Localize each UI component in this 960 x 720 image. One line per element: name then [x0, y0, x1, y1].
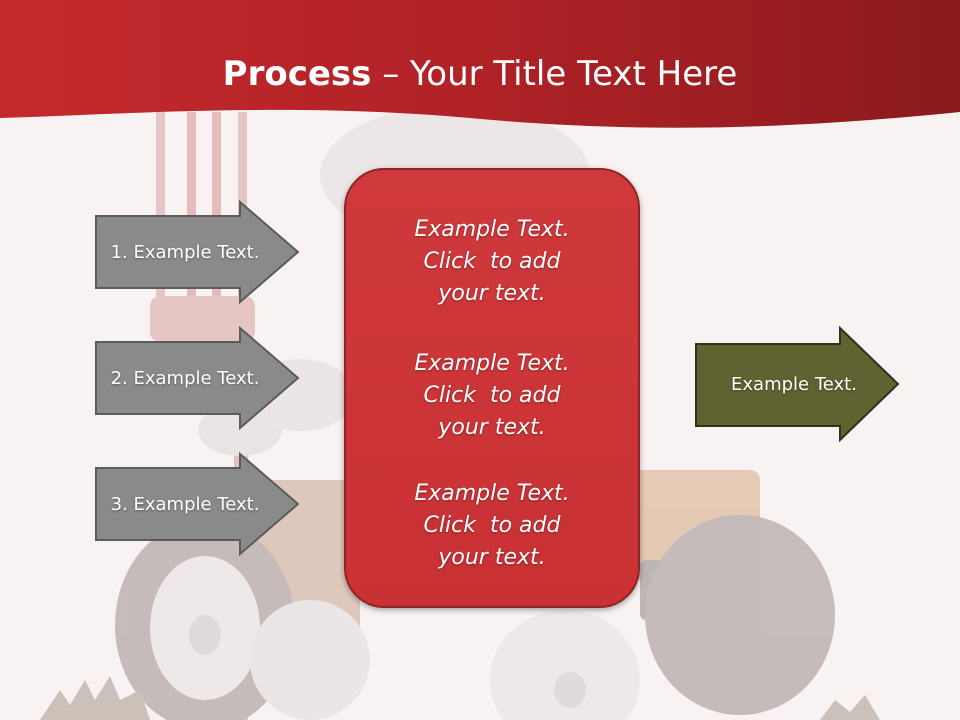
center-box-paragraph-2: Example Text. Click to add your text.	[346, 348, 638, 444]
paragraph-3-line-3: your text.	[438, 545, 546, 570]
input-arrow-2: 2. Example Text.	[94, 326, 300, 430]
paragraph-1-line-2: Click to add	[423, 249, 561, 274]
center-box-paragraph-1: Example Text. Click to add your text.	[346, 214, 638, 310]
output-arrow: Example Text.	[694, 326, 900, 443]
paragraph-2-line-2: Click to add	[423, 383, 561, 408]
center-process-box: Example Text. Click to add your text. Ex…	[344, 168, 640, 608]
title-rest: Your Title Text Here	[410, 54, 738, 94]
header-band	[0, 0, 960, 128]
paragraph-2-line-3: your text.	[438, 415, 546, 440]
paragraph-2-line-1: Example Text.	[414, 351, 570, 376]
input-arrow-1: 1. Example Text.	[94, 200, 300, 304]
title-separator: –	[371, 54, 411, 94]
paragraph-3-line-2: Click to add	[423, 513, 561, 538]
output-arrow-label: Example Text.	[731, 373, 857, 395]
paragraph-3-line-1: Example Text.	[414, 481, 570, 506]
input-arrow-1-label: 1. Example Text.	[110, 241, 260, 263]
input-arrow-3: 3. Example Text.	[94, 452, 300, 556]
input-arrow-3-label: 3. Example Text.	[110, 493, 260, 515]
center-box-paragraph-3: Example Text. Click to add your text.	[346, 478, 638, 574]
paragraph-1-line-1: Example Text.	[414, 217, 570, 242]
title-bold-part: Process	[222, 54, 372, 94]
input-arrow-2-label: 2. Example Text.	[110, 367, 260, 389]
paragraph-1-line-3: your text.	[438, 281, 546, 306]
slide-title: Process – Your Title Text Here	[0, 52, 960, 96]
